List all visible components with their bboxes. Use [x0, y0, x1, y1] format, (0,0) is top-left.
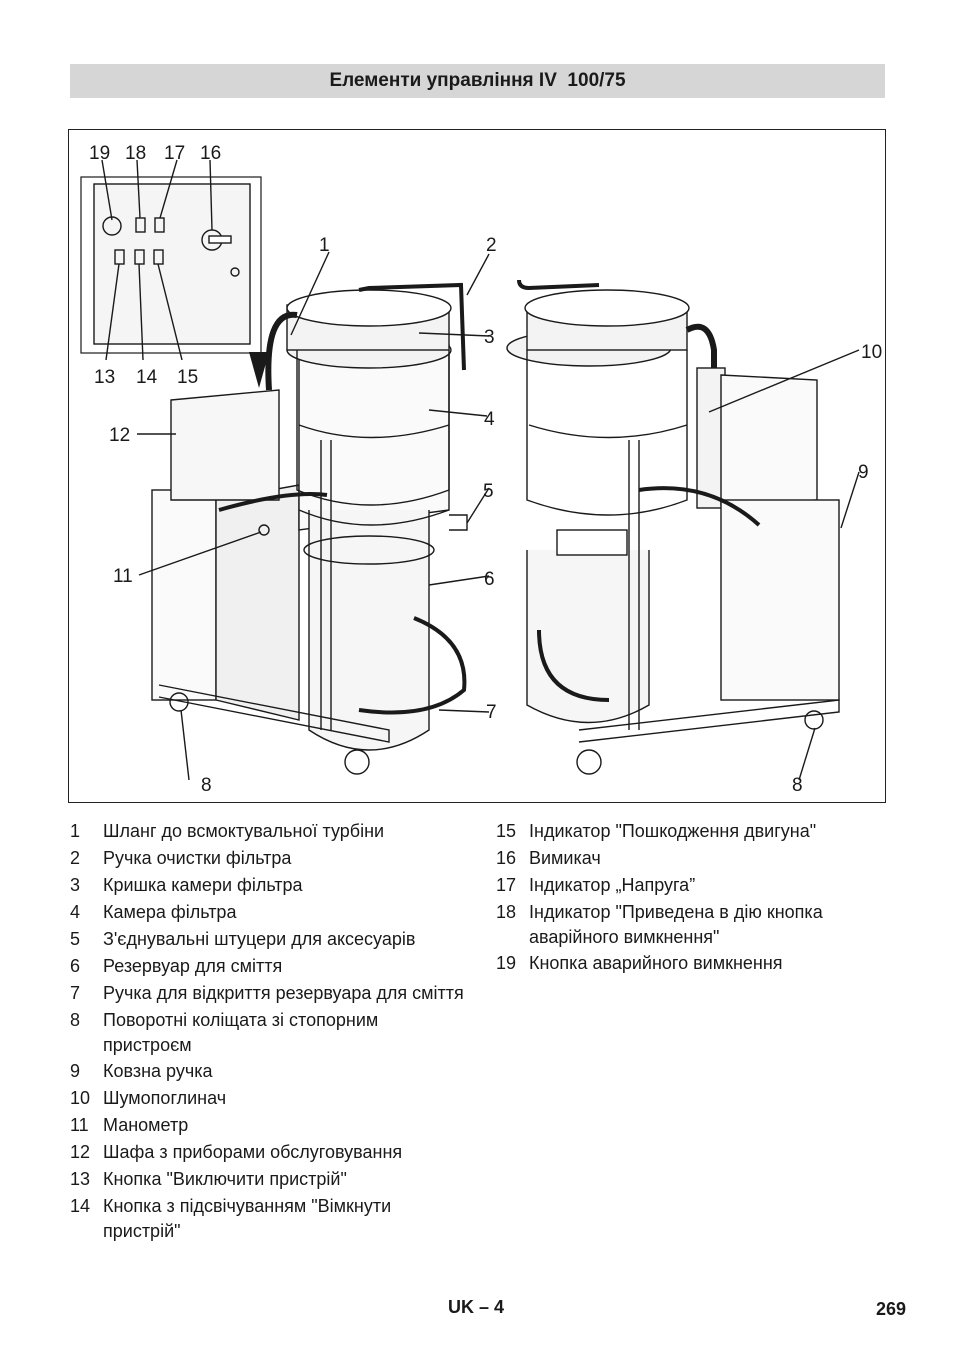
indicator-17-icon — [154, 217, 165, 233]
legend-number: 15 — [496, 821, 517, 841]
callout-2: 2 — [486, 235, 497, 256]
callout-19: 19 — [89, 143, 110, 164]
page-title: Елементи управління IV 100/75 — [70, 64, 885, 98]
legend-item: 5 З'єднувальні штуцери для аксесуарів — [70, 926, 470, 953]
callout-7: 7 — [486, 702, 497, 723]
legend-text: Індикатор "Пошкодження двигуна" — [529, 821, 817, 841]
callout-5: 5 — [483, 481, 494, 502]
legend-item: 12 Шафа з приборами обслуговування — [70, 1139, 470, 1166]
legend-number: 5 — [70, 929, 81, 949]
legend-item: 14 Кнопка з підсвічуванням "Вімкнути прис… — [70, 1193, 470, 1244]
legend-number: 13 — [70, 1169, 91, 1189]
legend-text: Резервуар для сміття — [103, 956, 283, 976]
legend-number: 2 — [70, 848, 81, 868]
callout-11: 11 — [113, 566, 133, 587]
callout-18: 18 — [125, 143, 146, 164]
legend-number: 10 — [70, 1088, 91, 1108]
callout-16: 16 — [200, 143, 221, 164]
callout-8-left: 8 — [201, 775, 212, 796]
legend-number: 12 — [70, 1142, 91, 1162]
callout-3: 3 — [484, 327, 495, 348]
legend-item: 7 Ручка для відкриття резервуара для сміт… — [70, 980, 470, 1007]
legend-text: Шумопоглинач — [103, 1088, 227, 1108]
legend-text: Камера фільтра — [103, 902, 237, 922]
legend-item: 19 Кнопка аварийного вимкнення — [496, 950, 896, 977]
legend-item: 16 Вимикач — [496, 845, 896, 872]
legend-item: 8 Поворотні коліщата зі стопорним пристро… — [70, 1007, 470, 1058]
legend-item: 4 Камера фільтра — [70, 899, 470, 926]
legend-text: Шафа з приборами обслуговування — [103, 1142, 403, 1162]
legend-item: 3 Кришка камери фільтра — [70, 872, 470, 899]
legend-number: 11 — [70, 1115, 89, 1135]
legend-text: Поворотні коліщата зі стопорним пристроє… — [103, 1010, 379, 1055]
legend-text: Ковзна ручка — [103, 1061, 213, 1081]
legend-item: 11 Манометр — [70, 1112, 470, 1139]
legend-item: 6 Резервуар для сміття — [70, 953, 470, 980]
legend-number: 6 — [70, 956, 81, 976]
legend-text: Вимикач — [529, 848, 601, 868]
legend-item: 10 Шумопоглинач — [70, 1085, 470, 1112]
indicator-18-icon — [135, 217, 146, 233]
legend-text: Кнопка аварийного вимкнення — [529, 953, 783, 973]
callout-9: 9 — [858, 462, 869, 483]
legend-number: 14 — [70, 1196, 91, 1216]
page-number: 269 — [876, 1299, 907, 1319]
callout-1: 1 — [319, 235, 330, 256]
callout-8-right: 8 — [792, 775, 803, 796]
legend-number: 8 — [70, 1010, 81, 1030]
legend-text: Кнопка з підсвічуванням "Вімкнути пристр… — [103, 1196, 392, 1241]
callout-13: 13 — [94, 367, 115, 388]
legend-text: З'єднувальні штуцери для аксесуарів — [103, 929, 416, 949]
legend-item: 13 Кнопка "Виключити пристрій" — [70, 1166, 470, 1193]
legend-item: 17 Індикатор „Напруга” — [496, 872, 896, 899]
legend-number: 7 — [70, 983, 81, 1003]
machine-illustration: 19 18 17 16 13 14 15 1 2 3 4 5 6 7 8 8 9… — [68, 129, 886, 803]
legend-text: Індикатор „Напруга” — [529, 875, 696, 895]
legend-text: Індикатор "Приведена в дію кнопка аварій… — [529, 902, 823, 947]
legend-item: 15 Індикатор "Пошкодження двигуна" — [496, 818, 896, 845]
footer-section-label: UK – 4 — [448, 1297, 505, 1317]
legend-number: 19 — [496, 953, 517, 973]
callout-15: 15 — [177, 367, 198, 388]
legend-number: 3 — [70, 875, 81, 895]
callout-14: 14 — [136, 367, 158, 388]
legend-text: Ручка для відкриття резервуара для смітт… — [103, 983, 464, 1003]
machine-drawing — [80, 159, 860, 781]
legend-number: 1 — [70, 821, 81, 841]
legend-text: Кнопка "Виключити пристрій" — [103, 1169, 347, 1189]
legend-text: Кришка камери фільтра — [103, 875, 303, 895]
legend-right-column: 15 Індикатор "Пошкодження двигуна" 16 Вими… — [496, 818, 896, 977]
callout-6: 6 — [484, 569, 495, 590]
legend-item: 2 Ручка очистки фільтра — [70, 845, 470, 872]
legend-item: 9 Ковзна ручка — [70, 1058, 470, 1085]
callout-12: 12 — [109, 425, 130, 446]
legend-number: 17 — [496, 875, 517, 895]
legend-number: 9 — [70, 1061, 81, 1081]
legend-text: Ручка очистки фільтра — [103, 848, 292, 868]
legend-number: 18 — [496, 902, 517, 922]
legend-number: 4 — [70, 902, 81, 922]
legend-number: 16 — [496, 848, 517, 868]
legend-item: 1 Шланг до всмоктувальної турбіни — [70, 818, 470, 845]
callout-10: 10 — [861, 342, 882, 363]
callout-labels: 19 18 17 16 13 14 15 1 2 3 4 5 6 7 8 8 9… — [89, 143, 882, 796]
legend-item: 18 Індикатор "Приведена в дію кнопка авар… — [496, 899, 896, 950]
callout-17: 17 — [164, 143, 185, 164]
legend-text: Шланг до всмоктувальної турбіни — [103, 821, 385, 841]
callout-4: 4 — [484, 409, 495, 430]
legend-text: Манометр — [103, 1115, 189, 1135]
